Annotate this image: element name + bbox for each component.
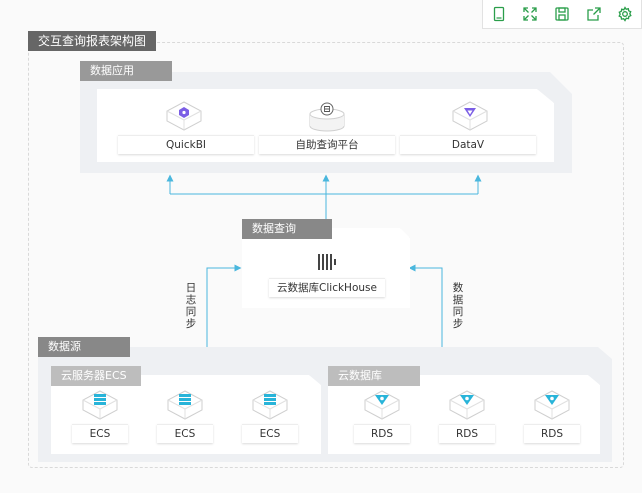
ecs-server-icon <box>82 390 118 420</box>
rds-group-label: 云数据库 <box>328 366 420 386</box>
data-sync-char: 同 <box>452 306 464 318</box>
log-sync-char: 志 <box>185 294 197 306</box>
settings-icon[interactable] <box>614 3 636 25</box>
ecs-label: ECS <box>242 424 298 443</box>
page-icon[interactable] <box>488 3 510 25</box>
diagram-frame <box>28 42 624 468</box>
log-sync-char: 步 <box>185 318 197 330</box>
save-icon[interactable] <box>551 3 573 25</box>
data-sync-char: 步 <box>452 318 464 330</box>
rds-database-icon <box>449 390 485 420</box>
rds-database-icon <box>364 390 400 420</box>
quickbi-label: QuickBI <box>118 135 254 154</box>
clickhouse-icon <box>318 254 336 270</box>
rds-label: RDS <box>439 424 495 443</box>
connector-log-sync <box>206 264 242 347</box>
rds-label: RDS <box>524 424 580 443</box>
clickhouse-label: 云数据库ClickHouse <box>269 278 385 297</box>
quickbi-icon <box>166 101 202 131</box>
query-platform-label: 自助查询平台 <box>259 135 395 154</box>
share-icon[interactable] <box>583 3 605 25</box>
log-sync-text: 日 志 同 步 <box>185 282 197 330</box>
fullscreen-icon[interactable] <box>519 3 541 25</box>
diagram-title: 交互查询报表架构图 <box>28 31 157 51</box>
ecs-server-icon <box>167 390 203 420</box>
ecs-label: ECS <box>72 424 128 443</box>
connector-data-sync <box>408 264 443 347</box>
data-sync-char: 据 <box>452 294 464 306</box>
data-sync-char: 数 <box>452 282 464 294</box>
data-query-label: 数据查询 <box>242 219 332 239</box>
data-app-label: 数据应用 <box>80 61 172 81</box>
data-sync-text: 数 据 同 步 <box>452 282 464 330</box>
log-sync-char: 同 <box>185 306 197 318</box>
data-source-label: 数据源 <box>38 337 130 357</box>
query-platform-icon <box>309 102 345 132</box>
toolbar <box>482 0 642 29</box>
ecs-label: ECS <box>157 424 213 443</box>
log-sync-char: 日 <box>185 282 197 294</box>
datav-icon <box>452 101 488 131</box>
datav-label: DataV <box>400 135 536 154</box>
rds-label: RDS <box>354 424 410 443</box>
ecs-group-label: 云服务器ECS <box>51 366 141 386</box>
ecs-server-icon <box>252 390 288 420</box>
rds-database-icon <box>534 390 570 420</box>
